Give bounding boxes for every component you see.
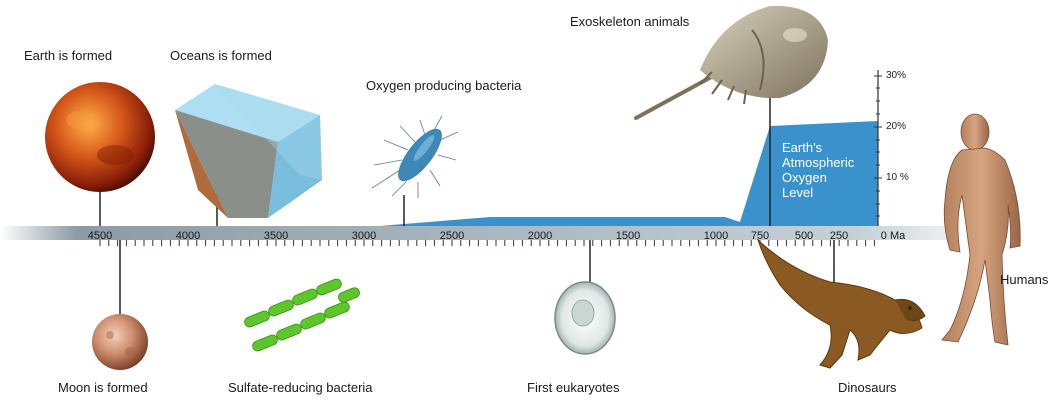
label-earth-formed: Earth is formed — [24, 48, 112, 63]
label-sulfate-bacteria: Sulfate-reducing bacteria — [228, 380, 373, 395]
oxygen-label-line: Earth's — [782, 140, 874, 155]
label-moon-formed: Moon is formed — [58, 380, 148, 395]
moon-image — [92, 314, 148, 370]
axis-tick-label: 0 Ma — [881, 230, 905, 242]
axis-tick-label: 1500 — [616, 230, 640, 242]
label-first-eukaryotes: First eukaryotes — [527, 380, 619, 395]
ocean-block-image — [175, 84, 322, 218]
oxygen-tick-10: 10 % — [886, 172, 909, 183]
label-dinosaurs: Dinosaurs — [838, 380, 897, 395]
axis-tick-label: 1000 — [704, 230, 728, 242]
oxygen-tick-30: 30% — [886, 70, 906, 81]
oxygen-level-label: Earth's Atmospheric Oxygen Level — [782, 140, 874, 200]
oxygen-label-line: Oxygen — [782, 170, 874, 185]
label-exoskeleton-animals: Exoskeleton animals — [570, 14, 689, 29]
label-oxygen-bacteria: Oxygen producing bacteria — [366, 78, 521, 93]
earth-image — [45, 82, 155, 192]
axis-tick-label: 3000 — [352, 230, 376, 242]
dinosaur-image — [758, 240, 925, 368]
oxygen-tick-20: 20% — [886, 121, 906, 132]
axis-tick-label: 4000 — [176, 230, 200, 242]
axis-tick-label: 3500 — [264, 230, 288, 242]
oxygen-label-line: Atmospheric — [782, 155, 874, 170]
axis-tick-label: 500 — [795, 230, 813, 242]
axis-tick-label: 2500 — [440, 230, 464, 242]
axis-tick-label: 250 — [830, 230, 848, 242]
human-image — [942, 114, 1020, 345]
label-oceans-formed: Oceans is formed — [170, 48, 272, 63]
axis-tick-label: 750 — [751, 230, 769, 242]
axis-tick-label: 2000 — [528, 230, 552, 242]
label-humans: Humans — [1000, 272, 1048, 287]
oxygen-label-line: Level — [782, 185, 874, 200]
sulfate-bacteria-image — [243, 277, 361, 352]
eukaryote-cell-image — [555, 282, 615, 354]
axis-tick-label: 4500 — [88, 230, 112, 242]
